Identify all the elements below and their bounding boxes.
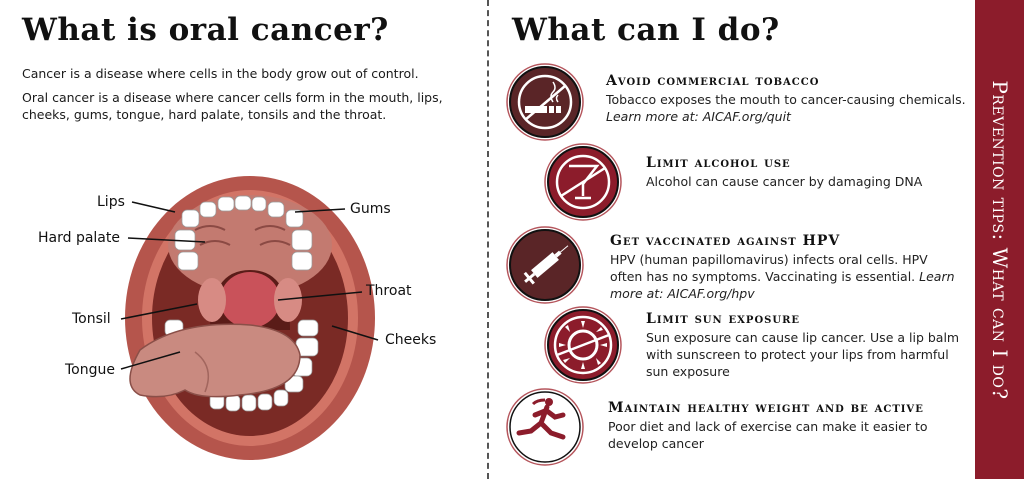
runner-icon bbox=[506, 388, 584, 466]
tip-activity: Maintain healthy weight and be active Po… bbox=[608, 400, 948, 452]
tip-heading: Limit alcohol use bbox=[646, 155, 791, 171]
tip-sun: Limit sun exposure Sun exposure can caus… bbox=[646, 311, 964, 380]
no-tobacco-icon bbox=[506, 63, 584, 141]
no-sun-icon bbox=[544, 306, 622, 384]
column-divider bbox=[487, 0, 489, 479]
label-lips: Lips bbox=[97, 194, 125, 210]
tip-heading: Limit sun exposure bbox=[646, 311, 801, 327]
label-gums: Gums bbox=[350, 201, 391, 217]
tip-text: Tobacco exposes the mouth to cancer-caus… bbox=[606, 92, 966, 107]
syringe-icon bbox=[506, 226, 584, 304]
tip-alcohol: Limit alcohol use Alcohol can cause canc… bbox=[646, 155, 966, 190]
mouth-diagram bbox=[120, 176, 379, 460]
tip-heading: Get vaccinated against HPV bbox=[610, 233, 841, 249]
no-alcohol-icon bbox=[544, 143, 622, 221]
tip-text: Sun exposure can cause lip cancer. Use a… bbox=[646, 330, 960, 379]
intro-paragraph-2: Oral cancer is a disease where cancer ce… bbox=[22, 90, 443, 122]
prevention-tips-banner: Prevention tips: What can I do? bbox=[975, 0, 1024, 479]
tip-heading: Maintain healthy weight and be active bbox=[608, 400, 924, 416]
label-throat: Throat bbox=[366, 283, 412, 299]
label-hard-palate: Hard palate bbox=[38, 230, 120, 246]
tip-text: Poor diet and lack of exercise can make … bbox=[608, 419, 928, 451]
intro-paragraph-1: Cancer is a disease where cells in the b… bbox=[22, 66, 419, 81]
label-tonsil: Tonsil bbox=[72, 311, 111, 327]
oral-cancer-title: What is oral cancer? bbox=[22, 12, 389, 48]
tip-text: HPV (human papillomavirus) infects oral … bbox=[610, 252, 928, 284]
banner-text: Prevention tips: What can I do? bbox=[987, 79, 1012, 400]
tip-heading: Avoid commercial tobacco bbox=[606, 73, 820, 89]
tip-text: Alcohol can cause cancer by damaging DNA bbox=[646, 174, 923, 189]
label-cheeks: Cheeks bbox=[385, 332, 437, 348]
tip-hpv: Get vaccinated against HPV HPV (human pa… bbox=[610, 233, 955, 302]
label-tongue: Tongue bbox=[65, 362, 115, 378]
learn-more-quit-link[interactable]: Learn more at: AICAF.org/quit bbox=[606, 109, 791, 124]
learn-more-hpv-link[interactable]: Learn more at: AICAF.org/hpv bbox=[610, 269, 955, 301]
tip-tobacco: Avoid commercial tobacco Tobacco exposes… bbox=[606, 73, 966, 125]
what-can-i-do-title: What can I do? bbox=[512, 12, 780, 48]
